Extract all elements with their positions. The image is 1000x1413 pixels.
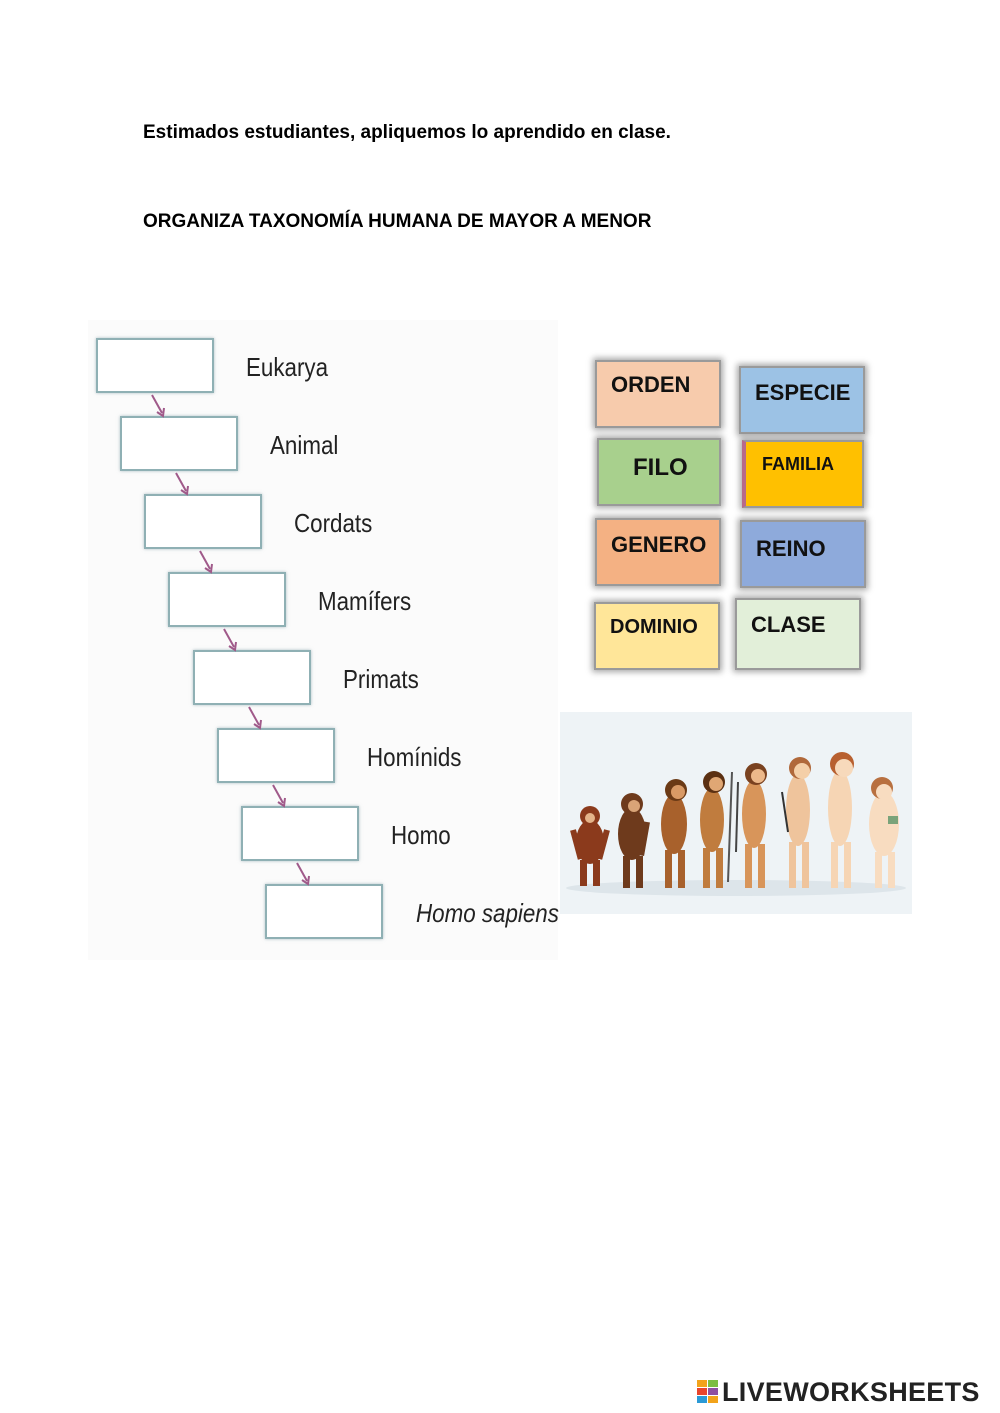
card-orden-label: ORDEN bbox=[611, 372, 691, 397]
card-especie[interactable]: ESPECIE bbox=[739, 366, 865, 434]
card-especie-label: ESPECIE bbox=[755, 380, 851, 405]
answer-box-5[interactable] bbox=[193, 650, 311, 705]
taxon-label-hominids: Homínids bbox=[367, 742, 462, 772]
human-evolution-illustration bbox=[560, 712, 912, 914]
taxon-label-homo-sapiens: Homo sapiens bbox=[416, 898, 559, 928]
liveworksheets-logo-text: LIVEWORKSHEETS bbox=[722, 1376, 980, 1407]
taxon-label-eukarya: Eukarya bbox=[246, 352, 329, 382]
card-clase[interactable]: CLASE bbox=[735, 598, 861, 670]
arrow-icon bbox=[175, 472, 189, 496]
answer-box-8[interactable] bbox=[265, 884, 383, 939]
card-genero-label: GENERO bbox=[611, 532, 707, 557]
card-genero[interactable]: GENERO bbox=[595, 518, 721, 586]
answer-box-4[interactable] bbox=[168, 572, 286, 627]
card-familia-label: FAMILIA bbox=[762, 454, 834, 474]
liveworksheets-logo[interactable]: LIVEWORKSHEETS bbox=[697, 1377, 980, 1407]
intro-text: Estimados estudiantes, apliquemos lo apr… bbox=[143, 122, 671, 143]
arrow-icon bbox=[199, 550, 213, 574]
liveworksheets-logo-icon bbox=[697, 1380, 718, 1403]
taxon-label-cordats: Cordats bbox=[294, 508, 373, 538]
card-dominio[interactable]: DOMINIO bbox=[594, 602, 720, 670]
arrow-icon bbox=[248, 706, 262, 730]
card-orden[interactable]: ORDEN bbox=[595, 360, 721, 428]
answer-box-1[interactable] bbox=[96, 338, 214, 393]
taxon-label-primats: Primats bbox=[343, 664, 419, 694]
taxon-label-mamifers: Mamífers bbox=[318, 586, 412, 616]
arrow-icon bbox=[223, 628, 237, 652]
arrow-icon bbox=[272, 784, 286, 808]
answer-box-7[interactable] bbox=[241, 806, 359, 861]
arrow-icon bbox=[151, 394, 165, 418]
card-dominio-label: DOMINIO bbox=[610, 616, 698, 638]
card-familia[interactable]: FAMILIA bbox=[742, 440, 864, 508]
answer-box-6[interactable] bbox=[217, 728, 335, 783]
taxon-label-animal: Animal bbox=[270, 430, 339, 460]
taxon-label-homo: Homo bbox=[391, 820, 451, 850]
page-heading: ORGANIZA TAXONOMÍA HUMANA DE MAYOR A MEN… bbox=[143, 211, 652, 232]
answer-box-2[interactable] bbox=[120, 416, 238, 471]
card-filo[interactable]: FILO bbox=[597, 438, 721, 506]
card-clase-label: CLASE bbox=[751, 612, 826, 637]
card-filo-label: FILO bbox=[633, 454, 688, 481]
arrow-icon bbox=[296, 862, 310, 886]
card-reino[interactable]: REINO bbox=[740, 520, 866, 588]
card-reino-label: REINO bbox=[756, 536, 826, 561]
answer-box-3[interactable] bbox=[144, 494, 262, 549]
